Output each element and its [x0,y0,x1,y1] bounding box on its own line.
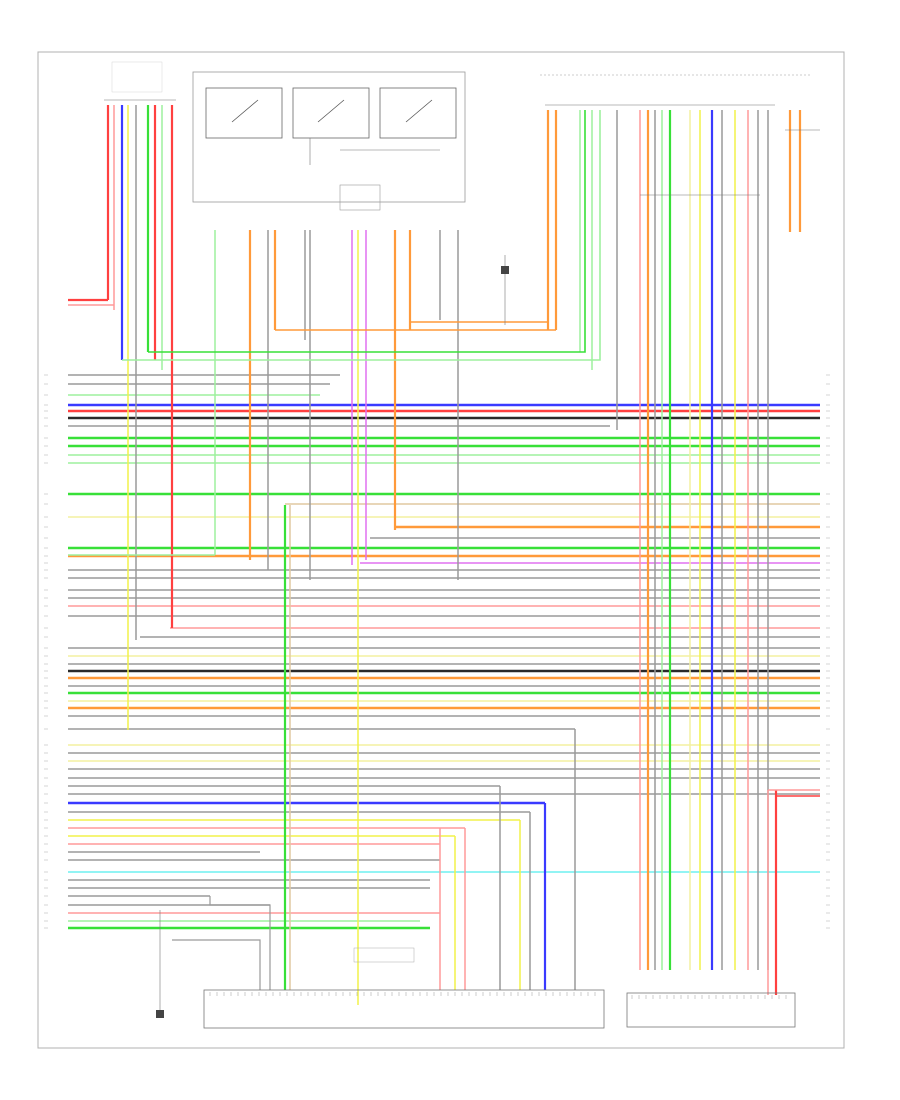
ground-point-left [156,910,164,1018]
left-rear-tail-light [104,61,176,101]
diagram-frame [37,51,845,1049]
wire-bend [148,110,586,353]
right-rear-body-harness [540,74,820,196]
horizontal-wire-bus [68,374,820,930]
power-back-door-control-unit [203,947,605,1029]
ground-point-center [501,255,509,325]
wire-label-group [44,374,830,999]
vertical-wire-group [68,105,820,1005]
liftgate-switch-assembly [192,71,466,211]
wire-bend [209,896,271,990]
right-rear-combination-light [626,992,796,1028]
wire-bend [172,939,261,990]
wire-bend [122,110,601,361]
